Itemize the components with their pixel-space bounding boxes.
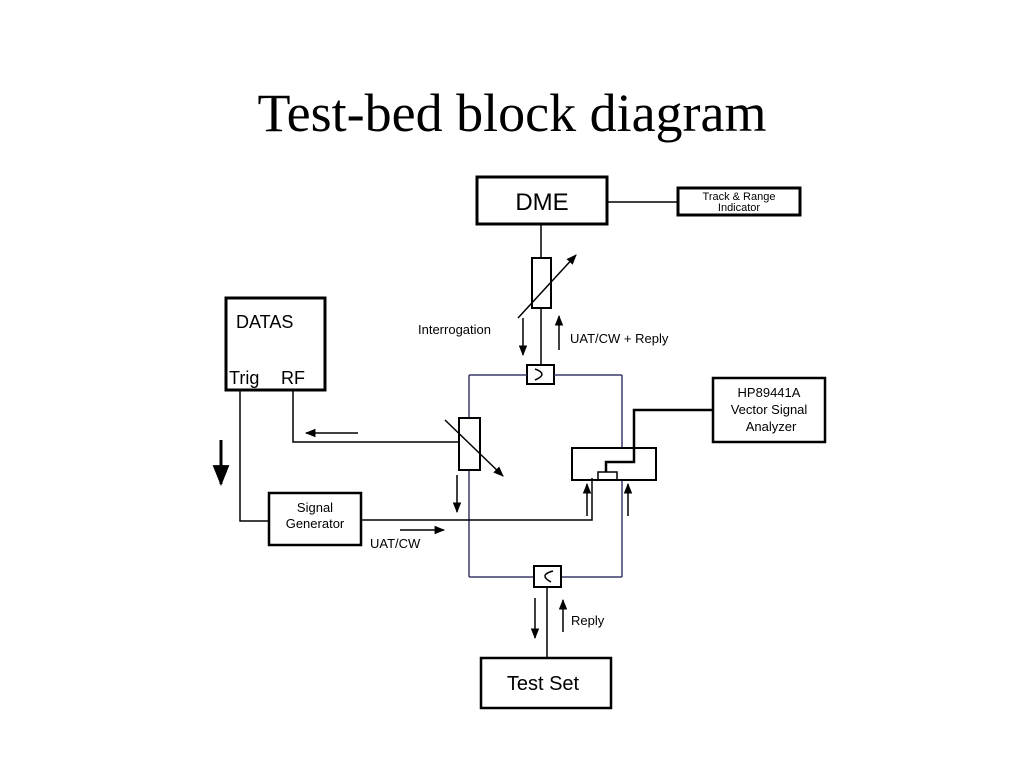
trig-line: [239, 390, 269, 522]
uat-cw-reply-label: UAT/CW + Reply: [570, 331, 669, 346]
reply-label: Reply: [571, 613, 605, 628]
trig-label: Trig: [229, 368, 259, 388]
dme-label: DME: [515, 189, 568, 216]
uat-cw-label: UAT/CW: [370, 536, 421, 551]
track-label-line2: Indicator: [718, 202, 761, 214]
analyzer-label-line3: Analyzer: [746, 419, 797, 434]
rf-line: [292, 390, 460, 443]
test-set-block: Test Set: [479, 656, 613, 710]
top-coupler: [526, 364, 555, 385]
siggen-label-line2: Generator: [286, 516, 345, 531]
interrogation-label: Interrogation: [418, 322, 491, 337]
track-label-line1: Track & Range: [703, 191, 776, 203]
dme-block: DME: [475, 175, 609, 226]
top-variable-attenuator: [517, 254, 577, 319]
analyzer-label-line1: HP89441A: [738, 385, 801, 400]
combiner-block: [571, 408, 713, 481]
siggen-label-line1: Signal: [297, 500, 333, 515]
vector-signal-analyzer-block: HP89441A Vector Signal Analyzer: [711, 376, 827, 444]
bottom-coupler: [533, 565, 562, 588]
uat-cw-line: [361, 478, 593, 521]
datas-label: DATAS: [236, 312, 293, 332]
datas-block: DATAS Trig RF: [224, 296, 327, 392]
testset-label: Test Set: [507, 673, 580, 695]
left-variable-attenuator: [444, 417, 504, 477]
analyzer-label-line2: Vector Signal: [731, 402, 808, 417]
signal-loop: [468, 374, 623, 578]
signal-generator-block: Signal Generator: [267, 491, 363, 547]
page-title: Test-bed block diagram: [257, 83, 767, 143]
rf-label: RF: [281, 368, 305, 388]
track-range-indicator-block: Track & Range Indicator: [676, 186, 802, 217]
